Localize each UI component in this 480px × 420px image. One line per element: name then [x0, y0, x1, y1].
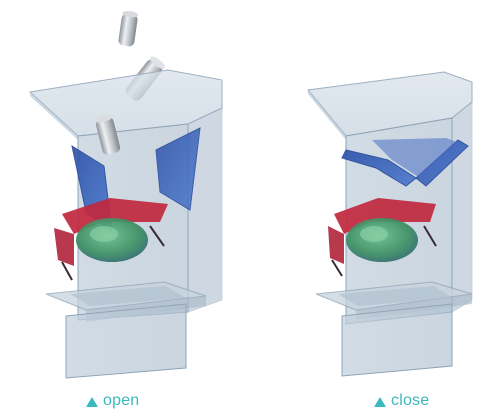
falling-can-top: [118, 10, 139, 47]
triangle-up-icon: [86, 397, 98, 407]
lower-chute-left: [66, 304, 186, 378]
open-label: open: [103, 391, 139, 411]
close-unit: [308, 72, 472, 376]
close-caption: close: [374, 391, 429, 411]
open-unit: [30, 10, 222, 378]
triangle-up-icon: [374, 397, 386, 407]
lower-chute-right: [342, 304, 452, 376]
close-label: close: [391, 391, 429, 411]
open-caption: open: [86, 391, 139, 411]
